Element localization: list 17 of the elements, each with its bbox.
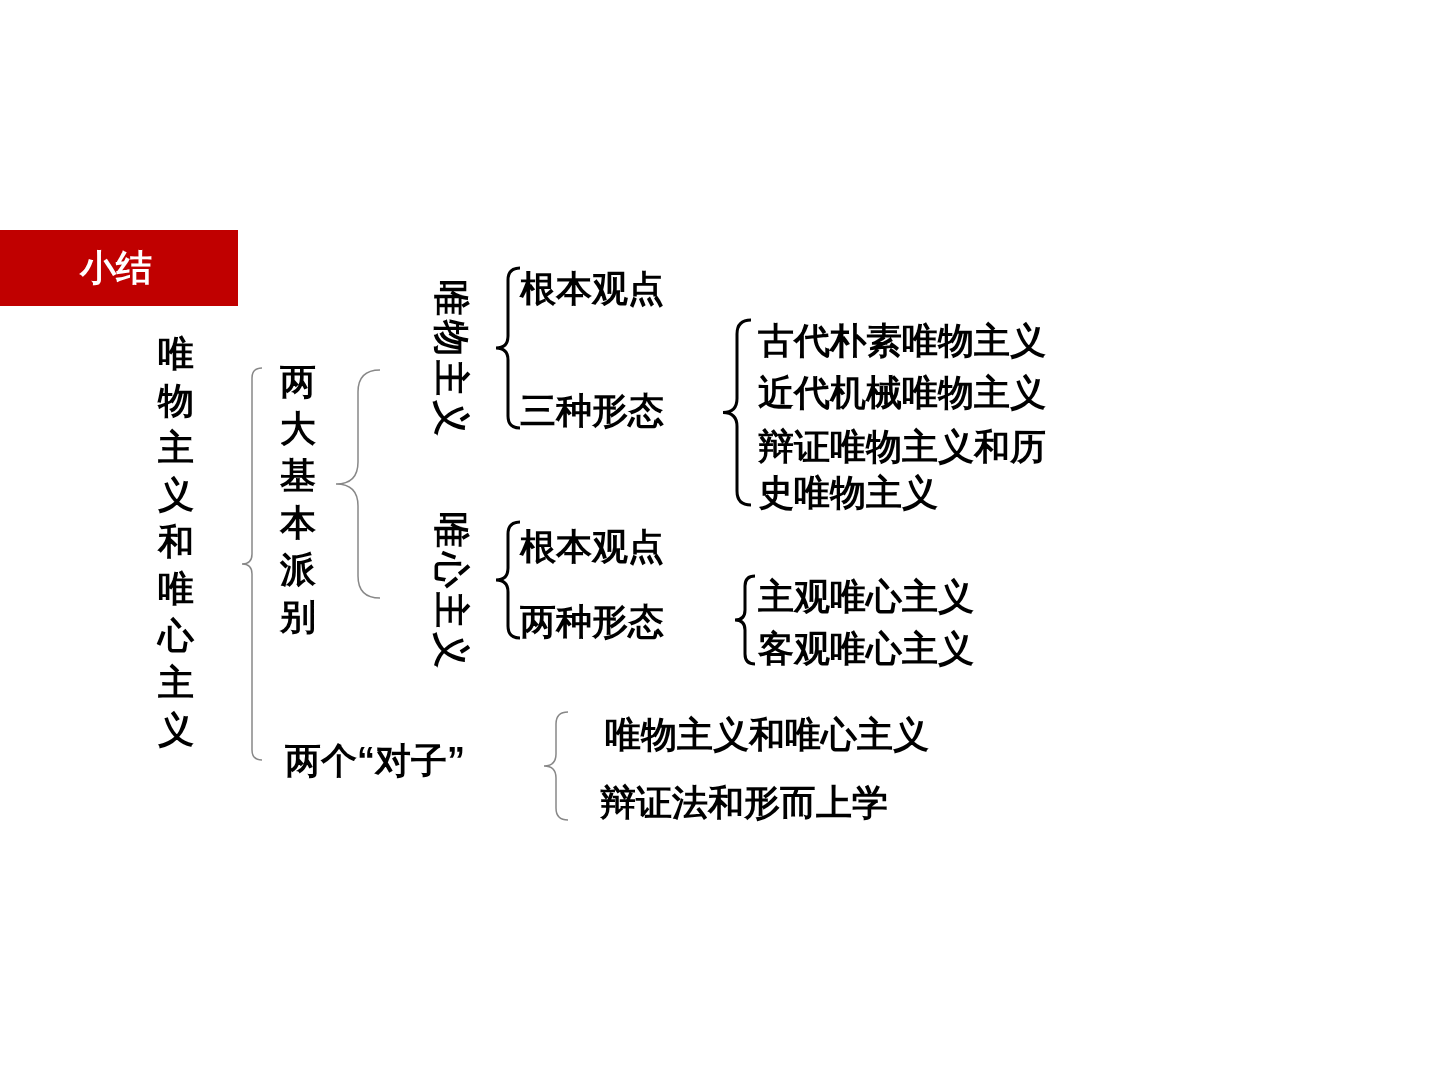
item-label: 辩证法和形而上学	[600, 781, 888, 825]
branch-label: 两大基本派别	[280, 360, 317, 639]
branch-label: 两个“对子”	[285, 739, 465, 783]
school-label: 唯心主义	[430, 512, 473, 672]
item-label: 古代朴素唯物主义	[758, 319, 1046, 363]
item-label: 三种形态	[520, 389, 664, 433]
school-label: 唯物主义	[430, 280, 473, 440]
item-label: 辩证唯物主义和历史唯物主义	[758, 425, 1047, 515]
item-label: 唯物主义和唯心主义	[605, 713, 929, 757]
topic-label: 唯物主义和唯心主义	[158, 332, 195, 752]
item-label: 两种形态	[520, 600, 664, 644]
item-label: 根本观点	[520, 267, 664, 311]
item-label: 客观唯心主义	[758, 627, 974, 671]
item-label: 近代机械唯物主义	[758, 371, 1046, 415]
item-label: 主观唯心主义	[758, 575, 974, 619]
title-banner: 小结	[0, 230, 238, 306]
item-label: 根本观点	[520, 525, 664, 569]
